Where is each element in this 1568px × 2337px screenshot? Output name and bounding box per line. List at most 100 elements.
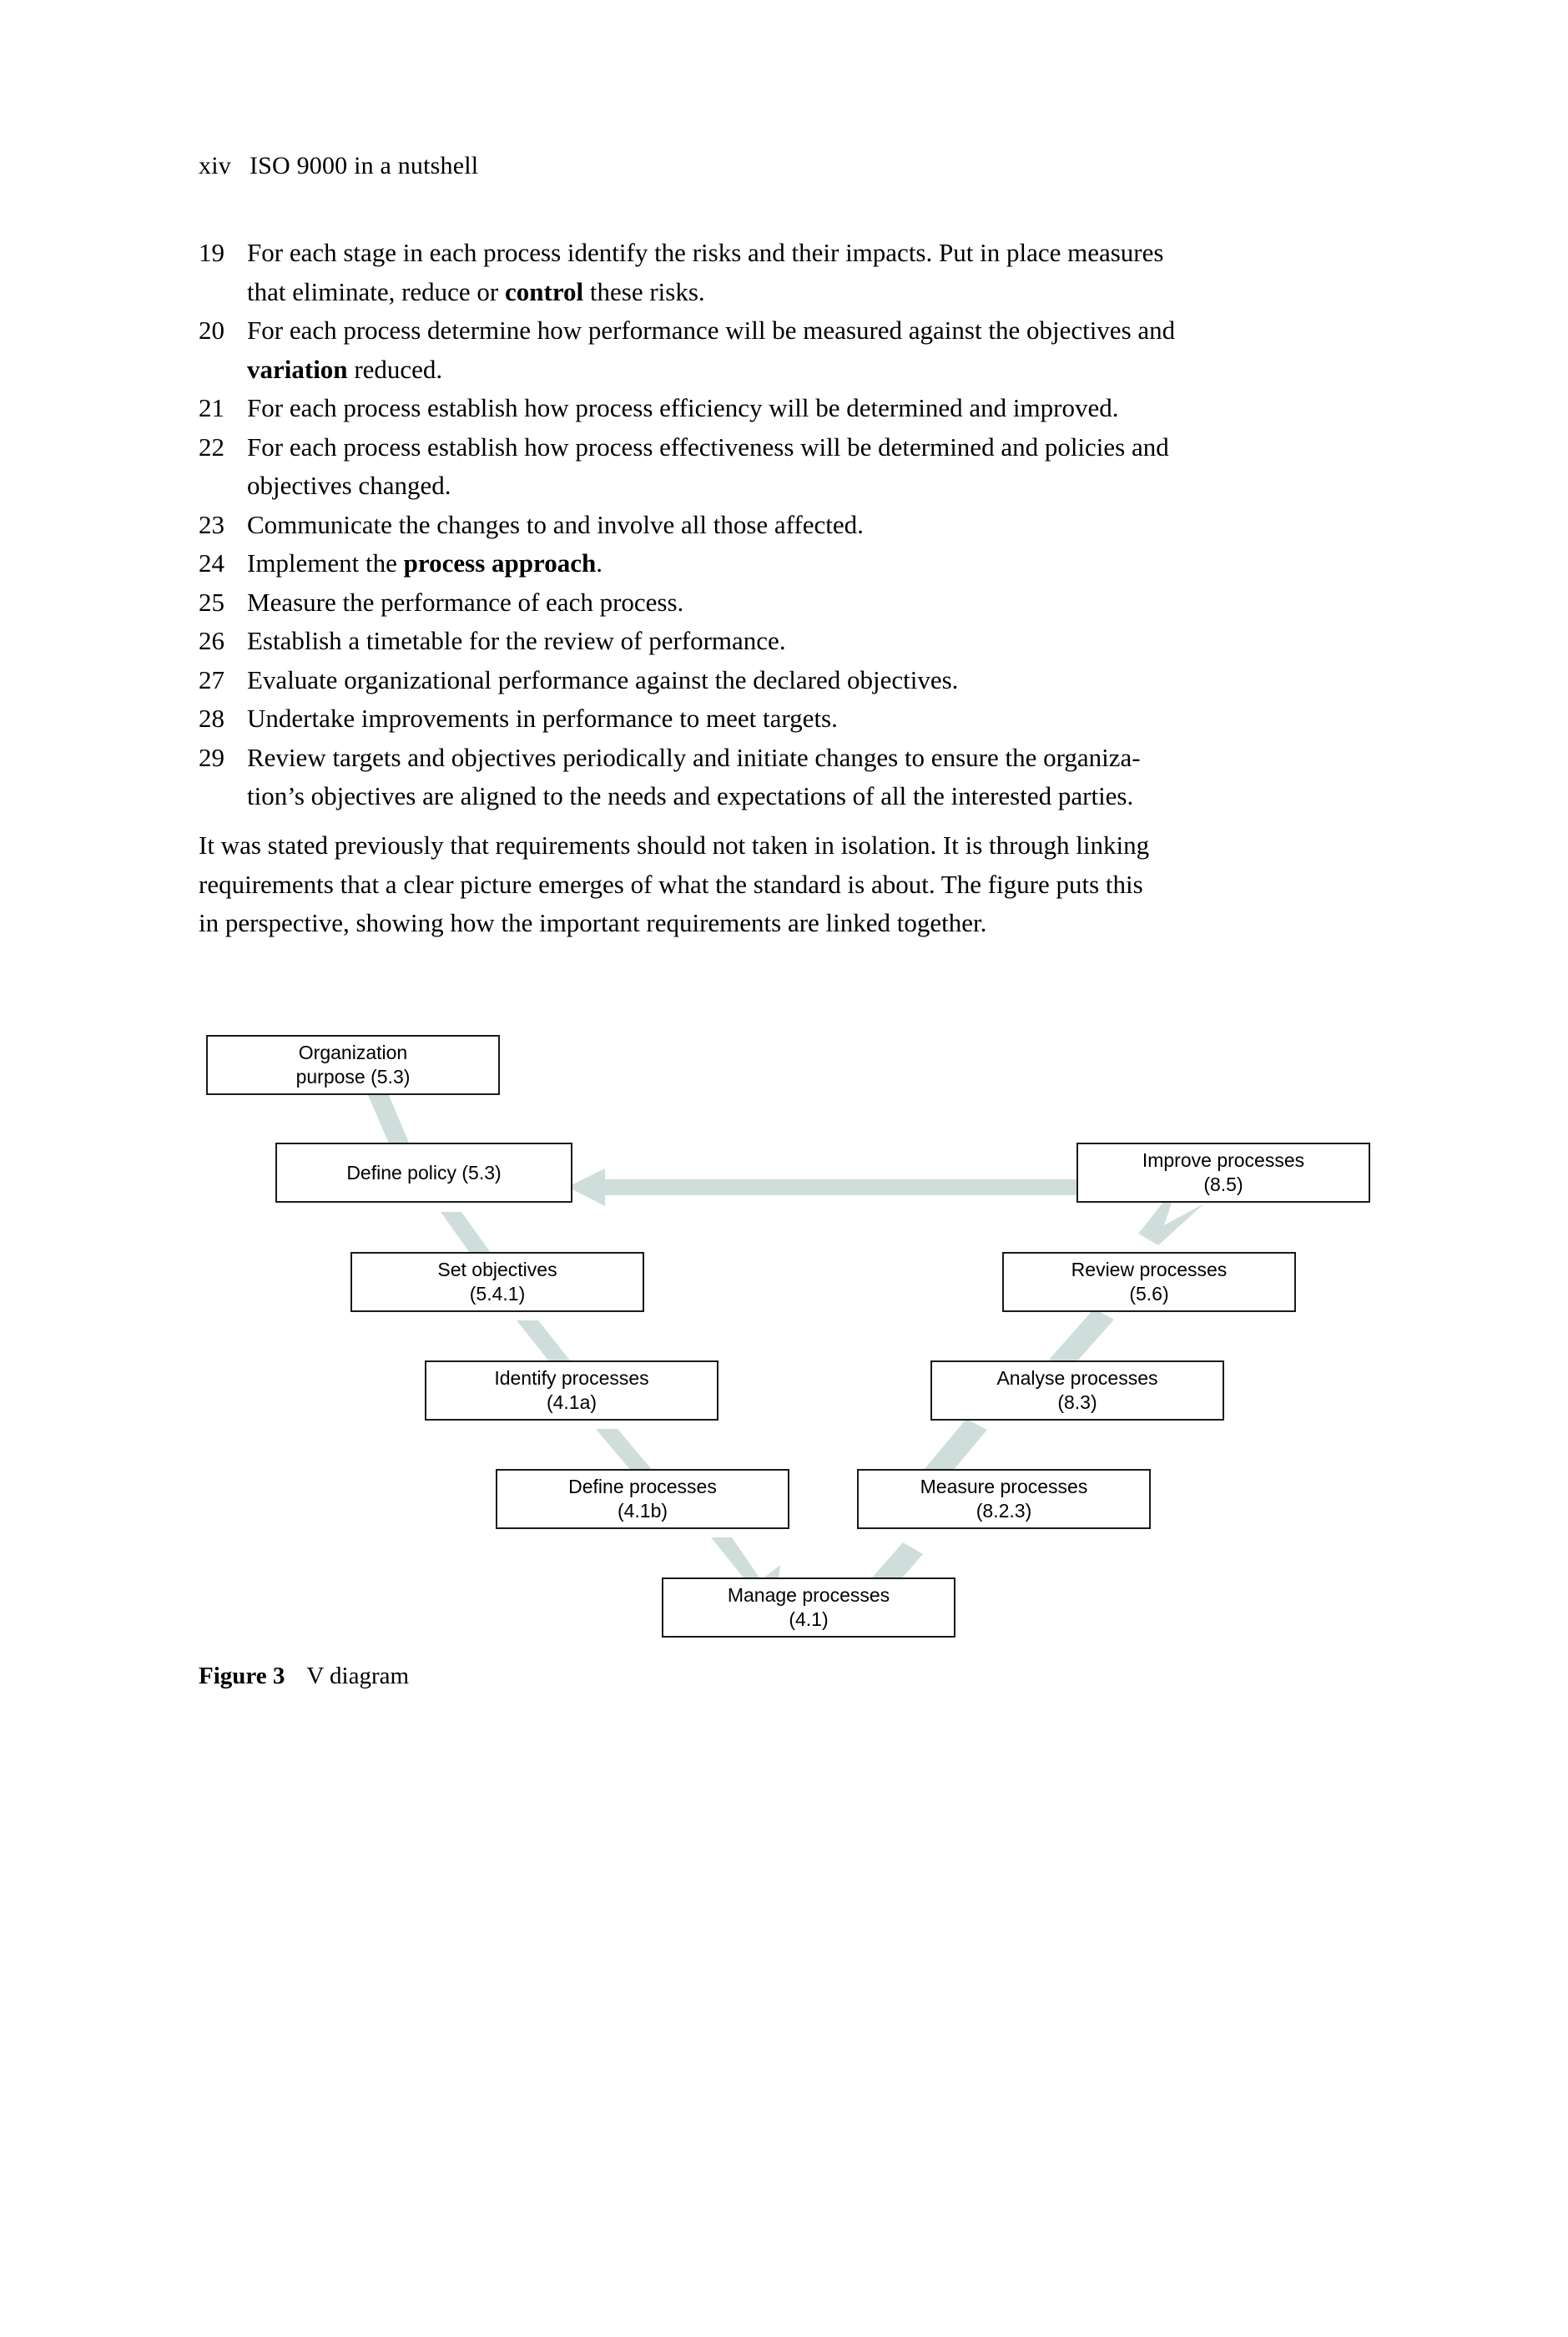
paragraph-line-1: It was stated previously that requiremen… [199, 830, 1150, 860]
plain-text: these risks. [583, 276, 705, 306]
figure-caption-label: Figure 3 [199, 1663, 285, 1689]
box-improve-processes[interactable]: Improve processes (8.5) [1076, 1143, 1370, 1203]
emphasis-text: process approach [403, 548, 597, 578]
list-item-number: 23 [199, 509, 224, 539]
list-item-number: 21 [199, 393, 224, 422]
box-define-processes-line1: Define processes [568, 1476, 717, 1497]
list-item-text: Undertake improvements in performance to… [247, 699, 1374, 739]
box-define-processes[interactable]: Define processes (4.1b) [496, 1469, 789, 1529]
emphasis-text: variation [247, 354, 348, 384]
paragraph-line-3: in perspective, showing how the importan… [199, 908, 987, 937]
list-item: 22 For each process establish how process… [199, 428, 1374, 506]
plain-text: For each process determine how performan… [247, 315, 1176, 345]
list-item-line: For each process establish how process e… [247, 389, 1374, 428]
box-manage-processes-line1: Manage processes [727, 1584, 890, 1606]
list-item-line: Establish a timetable for the review of … [247, 622, 1374, 661]
plain-text: reduced. [347, 354, 443, 384]
list-item-text: For each process establish how process e… [247, 428, 1374, 506]
list-item: 19 For each stage in each process identif… [199, 234, 1374, 311]
list-item: 28 Undertake improvements in performance … [199, 699, 1374, 739]
list-item-text: Establish a timetable for the review of … [247, 622, 1374, 661]
box-identify-processes[interactable]: Identify processes (4.1a) [425, 1360, 718, 1421]
list-item-text: Implement the process approach. [247, 544, 1374, 583]
plain-text: . [596, 548, 602, 578]
folio-number: xiv [199, 152, 231, 179]
list-item-line: Measure the performance of each process. [247, 583, 1374, 623]
list-item-number: 26 [199, 626, 224, 655]
list-item-text: For each process establish how process e… [247, 389, 1374, 428]
list-item-line: Communicate the changes to and involve a… [247, 506, 1374, 545]
list-item: 23 Communicate the changes to and involve… [199, 506, 1374, 545]
plain-text: that eliminate, reduce or [247, 276, 506, 306]
list-item-text: For each stage in each process identify … [247, 234, 1374, 311]
list-item-number: 20 [199, 315, 224, 345]
list-item-line: For each process establish how process e… [247, 428, 1374, 467]
box-analyse-processes-line1: Analyse processes [996, 1367, 1158, 1389]
list-item-number: 24 [199, 548, 224, 578]
list-item-line: that eliminate, reduce or control these … [247, 273, 1374, 312]
box-review-processes[interactable]: Review processes (5.6) [1002, 1252, 1296, 1312]
list-item-number: 25 [199, 587, 224, 617]
box-manage-processes-line2: (4.1) [789, 1608, 829, 1630]
box-identify-processes-line2: (4.1a) [546, 1391, 597, 1413]
box-improve-processes-line2: (8.5) [1203, 1174, 1243, 1195]
list-item-line: For each process determine how performan… [247, 311, 1374, 351]
list-item-line: variation reduced. [247, 351, 1374, 390]
plain-text: Communicate the changes to and involve a… [247, 509, 864, 539]
list-item-line: Undertake improvements in performance to… [247, 699, 1374, 739]
plain-text: For each process establish how process e… [247, 393, 1119, 422]
list-item: 27 Evaluate organizational performance ag… [199, 661, 1374, 700]
box-review-processes-line2: (5.6) [1129, 1283, 1169, 1305]
list-item-number: 29 [199, 742, 224, 772]
box-set-objectives-line1: Set objectives [437, 1259, 557, 1280]
plain-text: For each process establish how process e… [247, 432, 1169, 462]
box-improve-processes-line1: Improve processes [1142, 1149, 1305, 1171]
plain-text: Undertake improvements in performance to… [247, 704, 838, 733]
list-item-number: 19 [199, 238, 224, 267]
box-define-policy-line1: Define policy (5.3) [346, 1161, 502, 1184]
list-item-number: 28 [199, 704, 224, 733]
list-item-text: Communicate the changes to and involve a… [247, 506, 1374, 545]
box-review-processes-line1: Review processes [1071, 1259, 1228, 1280]
list-item-text: Review targets and objectives periodical… [247, 739, 1374, 816]
box-organization-purpose-line2: purpose (5.3) [295, 1066, 411, 1088]
numbered-list: 19 For each stage in each process identif… [199, 234, 1374, 816]
box-define-policy[interactable]: Define policy (5.3) [275, 1143, 572, 1203]
list-item-line: Implement the process approach. [247, 544, 1374, 583]
box-manage-processes[interactable]: Manage processes (4.1) [662, 1577, 955, 1638]
box-organization-purpose-line1: Organization [298, 1042, 408, 1063]
plain-text: tion’s objectives are aligned to the nee… [247, 781, 1134, 810]
list-item-line: objectives changed. [247, 467, 1374, 506]
list-item: 20 For each process determine how perform… [199, 311, 1374, 389]
list-item-number: 22 [199, 432, 224, 462]
list-item: 24 Implement the process approach. [199, 544, 1374, 583]
list-item-number: 27 [199, 664, 224, 694]
list-item-line: Evaluate organizational performance agai… [247, 661, 1374, 700]
plain-text: Review targets and objectives periodical… [247, 742, 1141, 772]
plain-text: Establish a timetable for the review of … [247, 626, 786, 655]
box-measure-processes-line1: Measure processes [920, 1476, 1088, 1497]
plain-text: For each stage in each process identify … [247, 238, 1164, 267]
box-measure-processes[interactable]: Measure processes (8.2.3) [857, 1469, 1151, 1529]
box-analyse-processes[interactable]: Analyse processes (8.3) [930, 1360, 1224, 1421]
list-item-line: tion’s objectives are aligned to the nee… [247, 777, 1374, 816]
body-paragraph: It was stated previously that requiremen… [199, 826, 1374, 943]
list-item-line: Review targets and objectives periodical… [247, 739, 1374, 778]
box-measure-processes-line2: (8.2.3) [976, 1500, 1032, 1522]
plain-text: Implement the [247, 548, 404, 578]
box-organization-purpose[interactable]: Organization purpose (5.3) [206, 1035, 500, 1095]
connector-improve-to-policy [567, 1168, 1076, 1206]
list-item-line: For each stage in each process identify … [247, 234, 1374, 273]
box-identify-processes-line1: Identify processes [494, 1367, 649, 1389]
box-set-objectives[interactable]: Set objectives (5.4.1) [350, 1252, 644, 1312]
list-item: 29 Review targets and objectives periodic… [199, 739, 1374, 816]
list-item-text: For each process determine how performan… [247, 311, 1374, 389]
paragraph-line-2: requirements that a clear picture emerge… [199, 869, 1143, 899]
list-item-text: Measure the performance of each process. [247, 583, 1374, 623]
list-item: 26 Establish a timetable for the review o… [199, 622, 1374, 661]
list-item: 21 For each process establish how process… [199, 389, 1374, 428]
figure-caption-text: V diagram [306, 1663, 410, 1689]
plain-text: Measure the performance of each process. [247, 587, 684, 617]
